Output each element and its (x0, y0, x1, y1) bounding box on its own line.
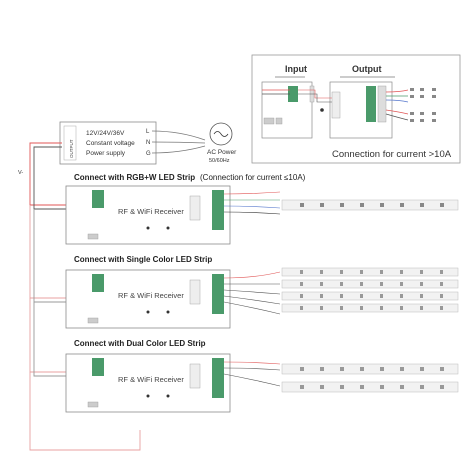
single-strip-2 (281, 279, 459, 289)
ps-terminal-g: G (146, 151, 151, 157)
ps-line-2: Constant voltage (86, 140, 135, 147)
single-strip-1 (281, 267, 459, 277)
dual-strip-1 (281, 363, 459, 375)
section-single: Connect with Single Color LED Strip RF &… (65, 255, 459, 329)
receiver-2-label: RF & WiFi Receiver (118, 291, 184, 300)
rgbw-strip (281, 199, 459, 211)
ps-line-3: Power supply (86, 150, 126, 157)
ps-terminal-n: N (146, 140, 150, 146)
ac-power-source: AC Power 50/60Hz (207, 122, 237, 164)
top-amplifier (329, 81, 393, 139)
section-rgbw-title: Connect with RGB+W LED Strip (74, 173, 195, 182)
high-current-caption: Connection for current >10A (332, 149, 452, 160)
section-dual-title: Connect with Dual Color LED Strip (74, 339, 206, 348)
receiver-1-label: RF & WiFi Receiver (118, 207, 184, 216)
ps-output-text: OUTPUT (69, 139, 74, 158)
output-label: Output (352, 64, 382, 74)
single-strip-4 (281, 303, 459, 313)
ps-terminal-l: L (146, 129, 150, 135)
ac-power-spec: 50/60Hz (209, 158, 230, 164)
power-supply: OUTPUT 12V/24V/36V Constant voltage Powe… (59, 121, 157, 165)
power-bus (29, 142, 141, 451)
section-single-title: Connect with Single Color LED Strip (74, 255, 212, 264)
input-label: Input (285, 64, 307, 74)
ps-line-1: 12V/24V/36V (86, 130, 125, 137)
dual-strip-2 (281, 381, 459, 393)
vminus-label: V- (18, 170, 23, 176)
section-rgbw-note: (Connection for current ≤10A) (200, 173, 306, 182)
ac-power-label: AC Power (207, 149, 237, 156)
section-dual: Connect with Dual Color LED Strip RF & W… (65, 339, 459, 413)
receiver-3-label: RF & WiFi Receiver (118, 375, 184, 384)
single-strip-3 (281, 291, 459, 301)
section-rgbw: Connect with RGB+W LED Strip (Connection… (65, 173, 459, 245)
high-current-panel: Input Output (251, 54, 461, 164)
